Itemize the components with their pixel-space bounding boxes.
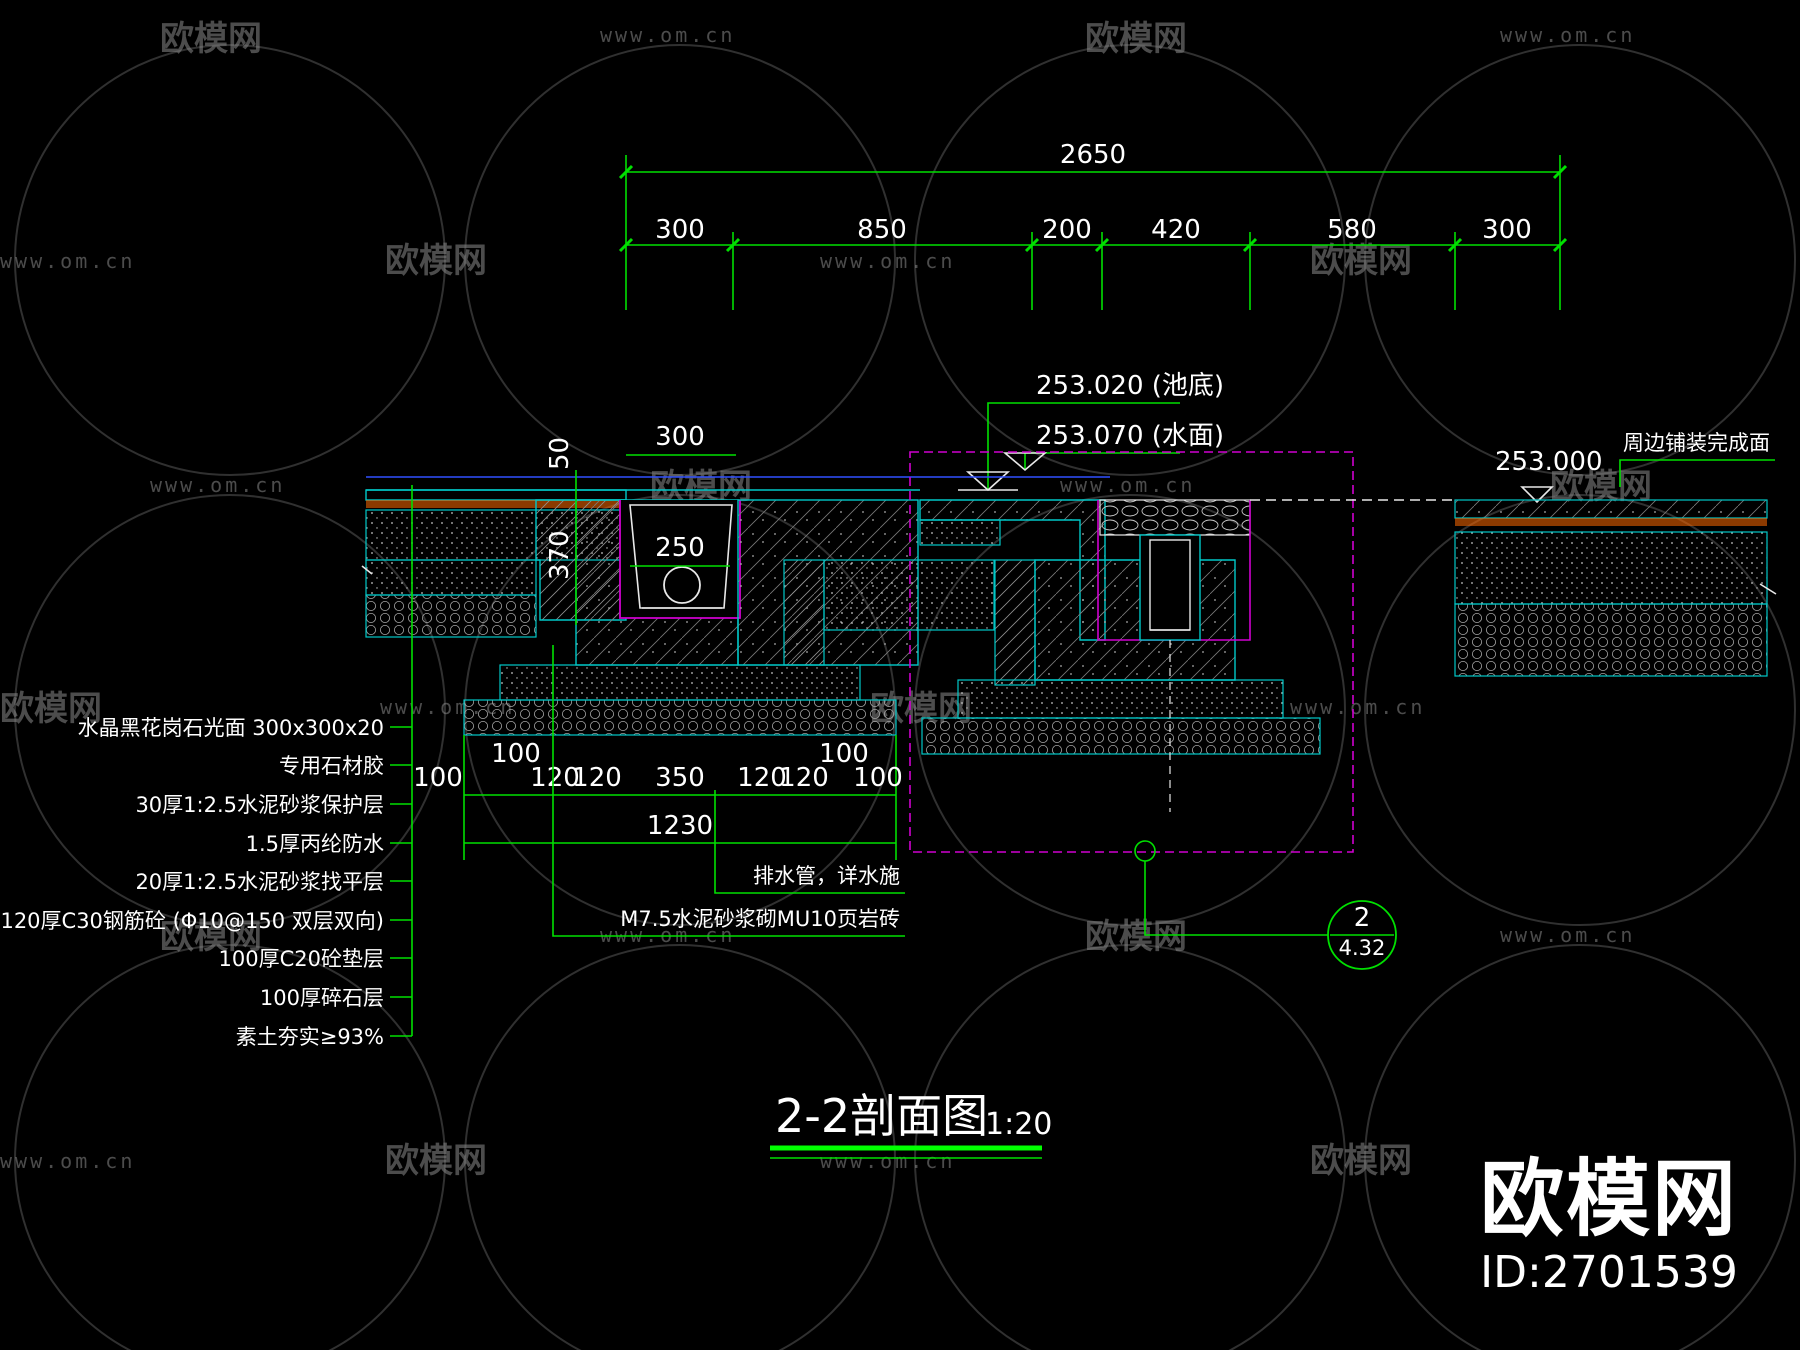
layer-1: 水晶黑花岗石光面 300x300x20 bbox=[78, 716, 384, 740]
dim-base-3: 120 bbox=[530, 763, 580, 793]
layer-leaders bbox=[390, 485, 413, 1037]
dim-drain-inner: 250 bbox=[655, 533, 705, 563]
callout-brick: M7.5水泥砂浆砌MU10页岩砖 bbox=[620, 907, 900, 931]
dim-seg-1: 300 bbox=[655, 215, 705, 245]
dim-base-total: 1230 bbox=[647, 811, 713, 841]
detail-reference: 2 4.32 bbox=[1134, 840, 1397, 970]
layer-notes: 水晶黑花岗石光面 300x300x20 专用石材胶 30厚1:2.5水泥砂浆保护… bbox=[0, 716, 384, 1049]
watermark-logo: 欧模网 bbox=[0, 689, 102, 729]
watermark-url: www.om.cn bbox=[600, 923, 735, 947]
watermark-logo: 欧模网 bbox=[385, 241, 487, 281]
watermark-url: www.om.cn bbox=[150, 473, 285, 497]
layer-2: 专用石材胶 bbox=[279, 754, 384, 778]
brand-id: ID:2701539 bbox=[1480, 1247, 1738, 1299]
layer-3: 30厚1:2.5水泥砂浆保护层 bbox=[135, 793, 384, 817]
base-dimensions: 100 100 120 120 350 120 120 100 100 1230 bbox=[413, 735, 903, 860]
watermark-logo: 欧模网 bbox=[1085, 19, 1187, 59]
callouts: 排水管，详水施 M7.5水泥砂浆砌MU10页岩砖 bbox=[552, 645, 905, 937]
watermark-url: www.om.cn bbox=[1500, 23, 1635, 47]
right-paving-section bbox=[1250, 499, 1777, 677]
watermark-logo: 欧模网 bbox=[1310, 1141, 1412, 1181]
watermark-logo: 欧模网 bbox=[385, 1141, 487, 1181]
dim-base-7: 120 bbox=[779, 763, 829, 793]
top-dimensions: 2650 300 850 200 420 580 300 bbox=[618, 140, 1568, 310]
callout-drain-pipe: 排水管，详水施 bbox=[753, 864, 900, 888]
watermark-logo: 欧模网 bbox=[1085, 917, 1187, 957]
watermark-logo: 欧模网 bbox=[160, 917, 262, 957]
title-scale: 1:20 bbox=[985, 1107, 1052, 1142]
pool-section bbox=[909, 451, 1354, 853]
dim-seg-4: 420 bbox=[1151, 215, 1201, 245]
watermark-url: www.om.cn bbox=[600, 23, 735, 47]
elevation-pool-bottom: 253.020 (池底) bbox=[1036, 371, 1224, 401]
dim-seg-5: 580 bbox=[1327, 215, 1377, 245]
dim-seg-2: 850 bbox=[857, 215, 907, 245]
dim-seg-6: 300 bbox=[1482, 215, 1532, 245]
layer-7: 100厚C20砼垫层 bbox=[219, 947, 384, 971]
layer-8: 100厚碎石层 bbox=[260, 986, 384, 1010]
dim-base-8: 100 bbox=[819, 739, 869, 769]
title-main: 2-2剖面图 bbox=[775, 1089, 988, 1143]
elevation-paving: 253.000 bbox=[1495, 447, 1603, 477]
dim-base-6: 120 bbox=[737, 763, 787, 793]
drawing-title: 2-2剖面图 1:20 bbox=[770, 1089, 1052, 1159]
dim-height-50: 50 bbox=[545, 437, 575, 470]
dim-seg-3: 200 bbox=[1042, 215, 1092, 245]
detail-ref-sheet: 4.32 bbox=[1339, 936, 1386, 960]
dim-base-1: 100 bbox=[413, 763, 463, 793]
layer-4: 1.5厚丙纶防水 bbox=[246, 832, 384, 856]
dim-drain-top: 300 bbox=[655, 422, 705, 452]
watermark-url: www.om.cn bbox=[820, 1149, 955, 1173]
layer-5: 20厚1:2.5水泥砂浆找平层 bbox=[135, 870, 384, 894]
dim-base-4: 120 bbox=[572, 763, 622, 793]
layer-6: 120厚C30钢筋砼 (Φ10@150 双层双向) bbox=[0, 909, 384, 933]
watermark-url: www.om.cn bbox=[0, 249, 135, 273]
dim-base-2: 100 bbox=[491, 739, 541, 769]
elevation-water-surface: 253.070 (水面) bbox=[1036, 421, 1224, 451]
dim-height-370: 370 bbox=[545, 530, 575, 580]
watermark-url: www.om.cn bbox=[0, 1149, 135, 1173]
paving-note: 周边铺装完成面 bbox=[1623, 431, 1770, 455]
elevation-markers: 253.020 (池底) 253.070 (水面) 253.000 周边铺装完成… bbox=[958, 371, 1775, 504]
detail-ref-number: 2 bbox=[1354, 903, 1371, 933]
brand-logo: 欧模网 bbox=[1479, 1150, 1738, 1249]
dim-base-9: 100 bbox=[853, 763, 903, 793]
drain-channel: 300 250 50 370 bbox=[366, 422, 995, 736]
layer-9: 素土夯实≥93% bbox=[236, 1025, 384, 1049]
watermark-url: www.om.cn bbox=[1500, 923, 1635, 947]
watermark-circles bbox=[14, 44, 1796, 1350]
watermark-logo: 欧模网 bbox=[1310, 241, 1412, 281]
dim-total: 2650 bbox=[1060, 140, 1126, 170]
brand-badge: 欧模网 ID:2701539 bbox=[1480, 1157, 1738, 1300]
watermark-url: www.om.cn bbox=[1290, 695, 1425, 719]
watermark-url: www.om.cn bbox=[820, 249, 955, 273]
watermark-logo: 欧模网 bbox=[160, 19, 262, 59]
dim-base-5: 350 bbox=[655, 763, 705, 793]
